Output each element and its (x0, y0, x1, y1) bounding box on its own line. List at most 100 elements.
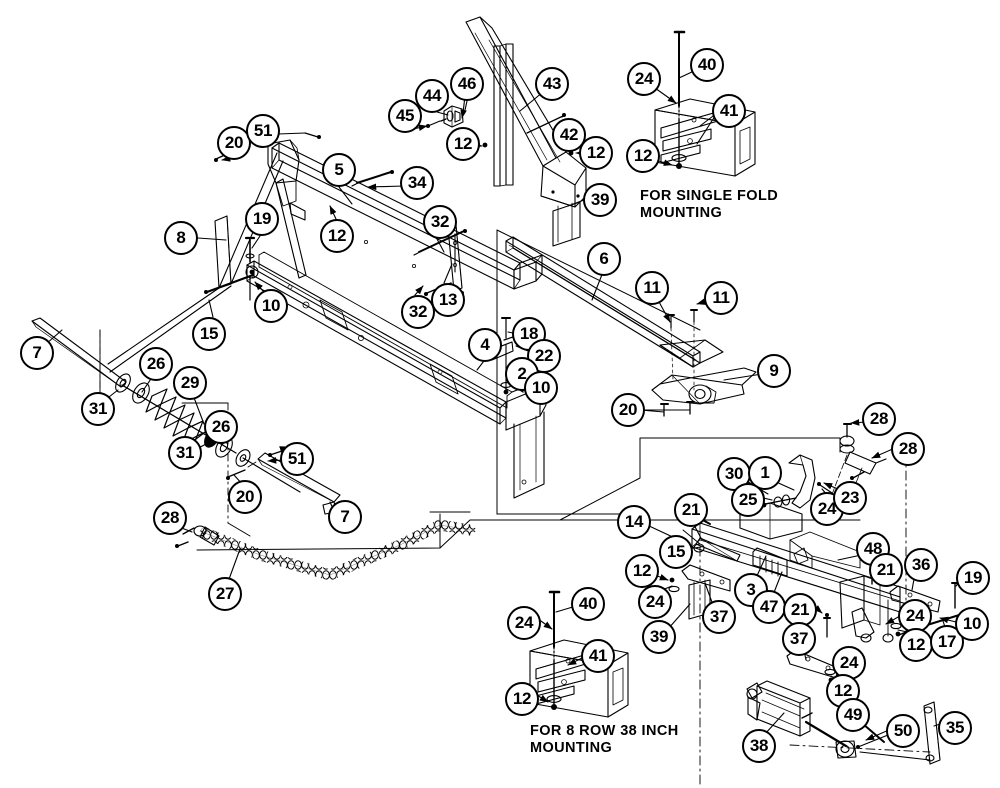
part-27-chain (199, 519, 476, 581)
callout-bubble-20[interactable]: 20 (611, 393, 645, 427)
callout-bubble-20[interactable]: 20 (228, 480, 262, 514)
part-43-mast (465, 16, 587, 208)
callout-bubble-15[interactable]: 15 (192, 317, 226, 351)
part-45-bolt (427, 120, 441, 127)
part-20-bolt-lower (226, 469, 246, 480)
callout-bubble-10[interactable]: 10 (955, 607, 989, 641)
part-15-rod (204, 274, 254, 294)
callout-bubble-25[interactable]: 25 (731, 483, 765, 517)
callout-bubble-37[interactable]: 37 (782, 622, 816, 656)
callout-bubble-18[interactable]: 18 (512, 317, 546, 351)
callout-bubble-32[interactable]: 32 (423, 205, 457, 239)
callout-bubble-12[interactable]: 12 (320, 219, 354, 253)
callout-bubble-12[interactable]: 12 (579, 136, 613, 170)
part-28-clevis-left (175, 525, 220, 548)
part-4-lower-frame (245, 251, 547, 499)
callout-bubble-31[interactable]: 31 (168, 436, 202, 470)
callout-bubble-45[interactable]: 45 (388, 99, 422, 133)
callout-bubble-51[interactable]: 51 (246, 114, 280, 148)
callout-bubble-26[interactable]: 26 (204, 410, 238, 444)
part-38-cylinder (746, 680, 857, 759)
callout-bubble-19[interactable]: 19 (956, 561, 990, 595)
callout-bubble-50[interactable]: 50 (886, 714, 920, 748)
part-35-mast (859, 701, 941, 765)
callout-bubble-28[interactable]: 28 (862, 402, 896, 436)
callout-bubble-24[interactable]: 24 (507, 606, 541, 640)
callout-bubble-21[interactable]: 21 (869, 553, 903, 587)
callout-bubble-43[interactable]: 43 (535, 67, 569, 101)
callout-bubble-31[interactable]: 31 (81, 392, 115, 426)
callout-bubble-41[interactable]: 41 (712, 94, 746, 128)
part-20-bolts-latch (660, 401, 695, 417)
callout-bubble-7[interactable]: 7 (328, 500, 362, 534)
callout-bubble-10[interactable]: 10 (524, 371, 558, 405)
callout-bubble-47[interactable]: 47 (752, 590, 786, 624)
callout-bubble-15[interactable]: 15 (659, 535, 693, 569)
callout-bubble-51[interactable]: 51 (280, 442, 314, 476)
callout-bubble-28[interactable]: 28 (153, 501, 187, 535)
callout-bubble-32[interactable]: 32 (401, 295, 435, 329)
callout-bubble-26[interactable]: 26 (139, 347, 173, 381)
callout-bubble-4[interactable]: 4 (468, 328, 502, 362)
callout-bubble-21[interactable]: 21 (674, 493, 708, 527)
callout-bubble-40[interactable]: 40 (690, 48, 724, 82)
part-1-hook (788, 454, 816, 509)
callout-bubble-14[interactable]: 14 (617, 505, 651, 539)
callout-bubble-23[interactable]: 23 (833, 481, 867, 515)
callout-bubble-5[interactable]: 5 (322, 153, 356, 187)
callout-bubble-11[interactable]: 11 (704, 281, 738, 315)
callout-bubble-41[interactable]: 41 (581, 639, 615, 673)
callout-bubble-27[interactable]: 27 (208, 577, 242, 611)
note-single-fold: FOR SINGLE FOLD MOUNTING (640, 188, 779, 221)
callout-bubble-29[interactable]: 29 (173, 366, 207, 400)
part-42-bolt (526, 113, 566, 134)
callout-bubble-8[interactable]: 8 (164, 221, 198, 255)
callout-bubble-19[interactable]: 19 (245, 202, 279, 236)
callout-bubble-17[interactable]: 17 (930, 625, 964, 659)
callout-bubble-12[interactable]: 12 (899, 628, 933, 662)
lower-left-rail-a (107, 287, 220, 365)
part-34-rod (351, 170, 394, 187)
callout-bubble-11[interactable]: 11 (635, 271, 669, 305)
callout-bubble-7[interactable]: 7 (20, 336, 54, 370)
callout-bubble-6[interactable]: 6 (587, 242, 621, 276)
callout-bubble-12[interactable]: 12 (446, 127, 480, 161)
callout-bubble-37[interactable]: 37 (702, 600, 736, 634)
callout-bubble-9[interactable]: 9 (757, 354, 791, 388)
part-channel-post (493, 43, 514, 187)
callout-bubble-35[interactable]: 35 (938, 711, 972, 745)
callout-bubble-39[interactable]: 39 (583, 183, 617, 217)
lower-left-rail-b (109, 285, 232, 373)
part-19-pin (244, 236, 256, 263)
callout-bubble-12[interactable]: 12 (505, 682, 539, 716)
callout-bubble-28[interactable]: 28 (891, 432, 925, 466)
part-8-plate (214, 215, 232, 289)
part-36-bracket (889, 585, 941, 613)
callout-bubble-12[interactable]: 12 (626, 139, 660, 173)
hardware-12-24-left (668, 577, 680, 593)
callout-bubble-20[interactable]: 20 (217, 126, 251, 160)
callout-bubble-44[interactable]: 44 (415, 79, 449, 113)
callout-bubble-49[interactable]: 49 (836, 698, 870, 732)
callout-bubble-12[interactable]: 12 (625, 554, 659, 588)
callout-bubble-13[interactable]: 13 (431, 283, 465, 317)
note-8-row-38: FOR 8 ROW 38 INCH MOUNTING (530, 723, 679, 756)
part-39-shield-top (552, 201, 581, 247)
callout-bubble-46[interactable]: 46 (450, 67, 484, 101)
part-9-latch (651, 367, 757, 405)
callout-bubble-40[interactable]: 40 (571, 587, 605, 621)
phantom-carrier (196, 229, 701, 551)
callout-bubble-39[interactable]: 39 (642, 620, 676, 654)
part-21-bolts (823, 561, 877, 638)
callout-bubble-38[interactable]: 38 (742, 729, 776, 763)
callout-bubble-34[interactable]: 34 (400, 166, 434, 200)
callout-bubble-24[interactable]: 24 (638, 585, 672, 619)
callout-bubble-24[interactable]: 24 (627, 62, 661, 96)
callout-bubble-22[interactable]: 22 (527, 339, 561, 373)
callout-bubble-10[interactable]: 10 (254, 289, 288, 323)
part-44-clamp (443, 105, 464, 128)
callout-bubble-24[interactable]: 24 (898, 599, 932, 633)
callout-bubble-36[interactable]: 36 (904, 548, 938, 582)
